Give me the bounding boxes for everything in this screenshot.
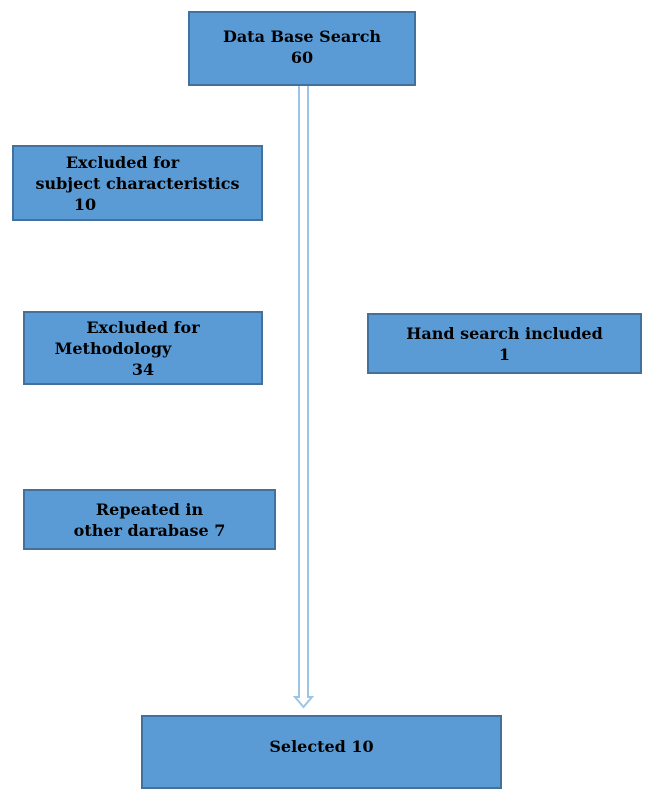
excluded-methodology-line2: Methodology — [54, 338, 172, 358]
excluded-methodology-count: 34 — [131, 359, 155, 379]
selected-label: Selected 10 — [269, 736, 374, 756]
database-search-label: Data Base Search — [222, 26, 382, 46]
hand-search-count: 1 — [498, 344, 511, 364]
repeated-line1: Repeated in — [95, 499, 204, 519]
selected-box: Selected 10 — [141, 715, 502, 789]
flow-arrow-shaft — [292, 86, 315, 709]
excluded-subject-line1: Excluded for — [65, 152, 180, 172]
database-search-box: Data Base Search 60 — [188, 11, 416, 86]
repeated-line2: other darabase 7 — [73, 520, 226, 540]
excluded-subject-box: Excluded for subject characteristics 10 — [12, 145, 263, 221]
excluded-subject-line2: subject characteristics — [35, 173, 240, 193]
excluded-methodology-box: Excluded for Methodology 34 — [23, 311, 263, 385]
hand-search-box: Hand search included 1 — [367, 313, 642, 374]
excluded-subject-count: 10 — [73, 194, 97, 214]
repeated-box: Repeated in other darabase 7 — [23, 489, 276, 550]
database-search-count: 60 — [290, 47, 314, 67]
excluded-methodology-line1: Excluded for — [86, 317, 200, 337]
hand-search-label: Hand search included — [406, 323, 603, 343]
